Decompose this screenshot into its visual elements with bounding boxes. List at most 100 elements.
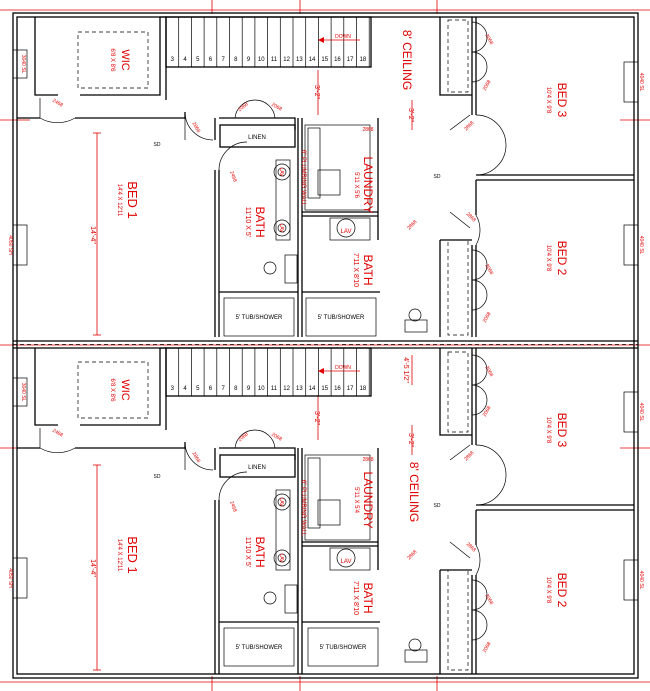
wic-name-lower: WIC: [119, 379, 131, 400]
stair-number: 11: [271, 386, 278, 392]
smoke-detector-icon: SD: [154, 142, 161, 148]
stair-number: 3: [171, 57, 175, 63]
door-tag-lower-8: 2068: [482, 405, 493, 418]
stair-number: 12: [283, 386, 290, 392]
bed2-dim-lower: 10'4 X 9'8: [545, 577, 551, 604]
door-tag-upper-4: 2068: [270, 102, 283, 113]
stair-number: 18: [360, 386, 367, 392]
dim-bed1-lower: 14'-4": [89, 559, 96, 577]
window-tag-upper-2: 4050 SH: [7, 235, 13, 255]
ceiling-label-lower: 8' CEILING: [407, 462, 421, 522]
stair-number: 14: [309, 57, 316, 63]
stair-number: 9: [247, 386, 251, 392]
tub-label-lower-a: 5' TUB/SHOWER: [236, 645, 283, 651]
door-tag-lower-3: 2068: [237, 431, 250, 443]
door-tag-lower-9: 2868: [463, 450, 475, 462]
windows: [12, 49, 639, 601]
bed2-dim-upper: 10'4 X 9'8: [545, 245, 551, 272]
door-tag-lower-13: 2068: [482, 641, 493, 654]
bed1-name-upper: BED 1: [125, 181, 140, 219]
bath-a-dim-lower: 11'10 X 5': [244, 537, 251, 567]
door-tag-upper-7: 2068: [483, 33, 494, 46]
bath-a-dim-upper: 11'10 X 5': [244, 207, 251, 237]
door-tag-lower-6: 2468: [228, 500, 238, 513]
dim-hall-upper: 3'-2": [313, 85, 320, 99]
tub-label-upper-b: 5' TUB/SHOWER: [318, 315, 365, 321]
linen-label-upper: LINEN: [248, 135, 266, 141]
bed3-name-lower: BED 3: [555, 413, 569, 448]
wic-name-upper: WIC: [119, 49, 131, 70]
stair-number: 17: [347, 57, 354, 63]
bath-a-name-lower: BATH: [253, 536, 267, 567]
tub-label-lower-b: 5' TUB/SHOWER: [320, 645, 367, 651]
dim-ceiling-upper: 3'-2": [407, 108, 414, 122]
stair-number: 9: [247, 57, 251, 63]
stair-number: 4: [183, 386, 187, 392]
door-tag-upper-8: 2068: [482, 79, 493, 92]
stair-number: 13: [296, 57, 303, 63]
stair-number: 18: [360, 57, 367, 63]
door-tag-lower-5: 2868: [190, 451, 201, 464]
lav-label-upper-b: LAV: [278, 223, 284, 233]
bath-b-dim-lower: 7'11 X 8'10: [352, 581, 359, 615]
stair-number: 14: [309, 386, 316, 392]
door-tag-upper-6: 2468: [228, 170, 238, 183]
door-tag-upper-10: 2868: [465, 211, 477, 223]
bath-b-name-lower: BATH: [361, 582, 375, 613]
wic-dim-lower: 6'8 X 8'6: [109, 379, 115, 403]
stair-number: 6: [209, 386, 213, 392]
lav-label-lower-c: LAV: [341, 559, 352, 565]
stair-number: 11: [271, 57, 278, 63]
down-label-lower: DOWN: [335, 365, 351, 371]
stair-number: 16: [334, 386, 341, 392]
window-tag-upper-1: 3040 SL: [20, 55, 26, 74]
stair-number: 16: [334, 57, 341, 63]
window-tag-lower-4: 4040 SL: [638, 571, 644, 590]
door-tag-lower-12: 2068: [483, 593, 494, 606]
stair-number: 5: [196, 386, 200, 392]
bath-a-name-upper: BATH: [253, 206, 267, 237]
door-tag-upper-11: 2868: [406, 219, 418, 231]
stair-number: 17: [347, 386, 354, 392]
smoke-detector-icon: SD: [434, 503, 441, 509]
door-tag-lower-4: 2068: [270, 432, 283, 443]
stair-number: 8: [234, 57, 238, 63]
smoke-detector-icon: SD: [434, 174, 441, 180]
stair-number: 15: [321, 386, 328, 392]
stair-number: 8: [234, 386, 238, 392]
laundry-name-lower: LAUNDRY: [361, 471, 375, 528]
window-tag-lower-2: 4050 SH: [7, 568, 13, 588]
window-tag-lower-3: 4040 SL: [638, 403, 644, 422]
stair-number: 10: [258, 386, 265, 392]
bed2-name-upper: BED 2: [555, 241, 569, 276]
linen-label-lower: LINEN: [248, 465, 266, 471]
door-tag-upper-13: 2068: [482, 311, 493, 324]
laundry-name-upper: LAUNDRY: [361, 156, 375, 213]
laundry-dim-lower: 5'11 X 5'4: [353, 487, 359, 514]
door-tag-lower-10: 2868: [465, 541, 477, 553]
laundry-dim-upper: 5'11 X 5'6: [353, 172, 359, 199]
bath-b-name-upper: BATH: [361, 254, 375, 285]
door-tag-upper-1: 2868: [362, 127, 373, 133]
window-tag-upper-3: 4040 SL: [638, 73, 644, 92]
dim-ceiling-lower: 3'-2": [407, 433, 414, 447]
stair-number: 6: [209, 57, 213, 63]
dim-stair-lower: 4'-5 1/2": [402, 357, 409, 383]
stair-number: 10: [258, 57, 265, 63]
bed1-dim-upper: 14'4 X 12'11: [116, 184, 122, 217]
window-tag-lower-1: 3040 SL: [20, 383, 26, 402]
upper-unit-walls: [17, 16, 634, 337]
stair-number: 3: [171, 386, 175, 392]
bed1-dim-lower: 14'4 X 12'11: [116, 539, 122, 572]
bed3-dim-upper: 10'4 X 9'8: [545, 87, 551, 114]
stair-number: 7: [221, 386, 225, 392]
bed2-name-lower: BED 2: [555, 573, 569, 608]
stair-number: 12: [283, 57, 290, 63]
wic-dim-upper: 6'8 X 8'6: [109, 49, 115, 73]
lav-label-lower-a: LAV: [278, 497, 284, 507]
down-label-upper: DOWN: [335, 34, 351, 40]
